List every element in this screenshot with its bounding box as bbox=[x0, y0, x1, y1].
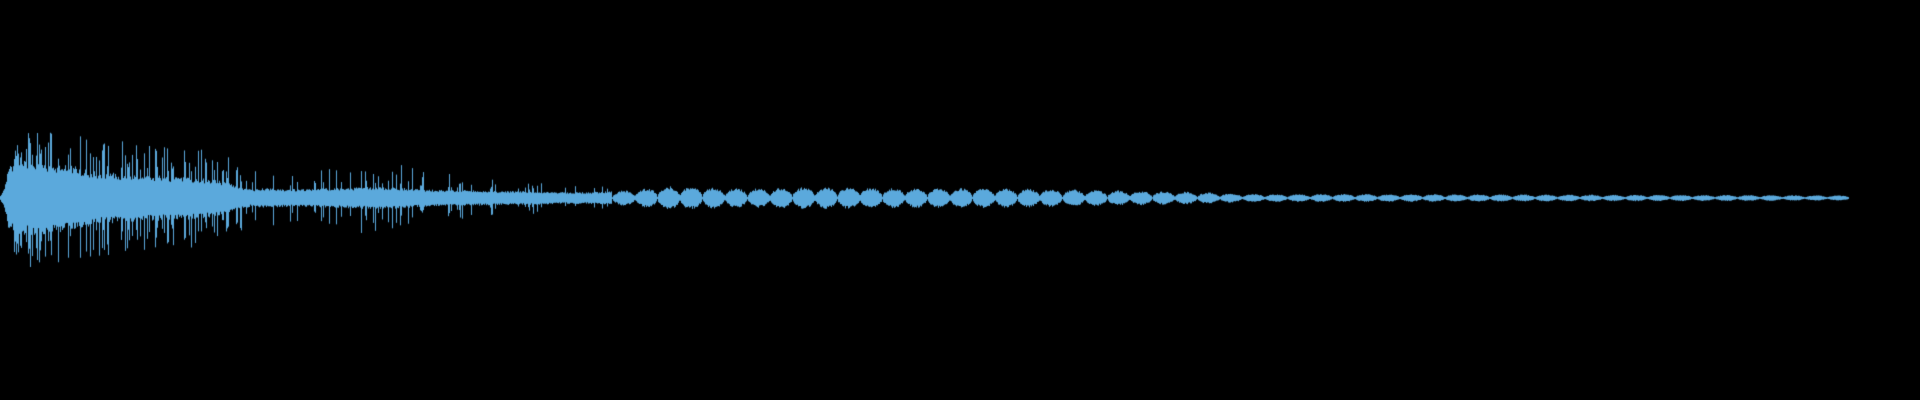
waveform-panel bbox=[0, 0, 1920, 400]
audio-waveform bbox=[0, 0, 1920, 400]
